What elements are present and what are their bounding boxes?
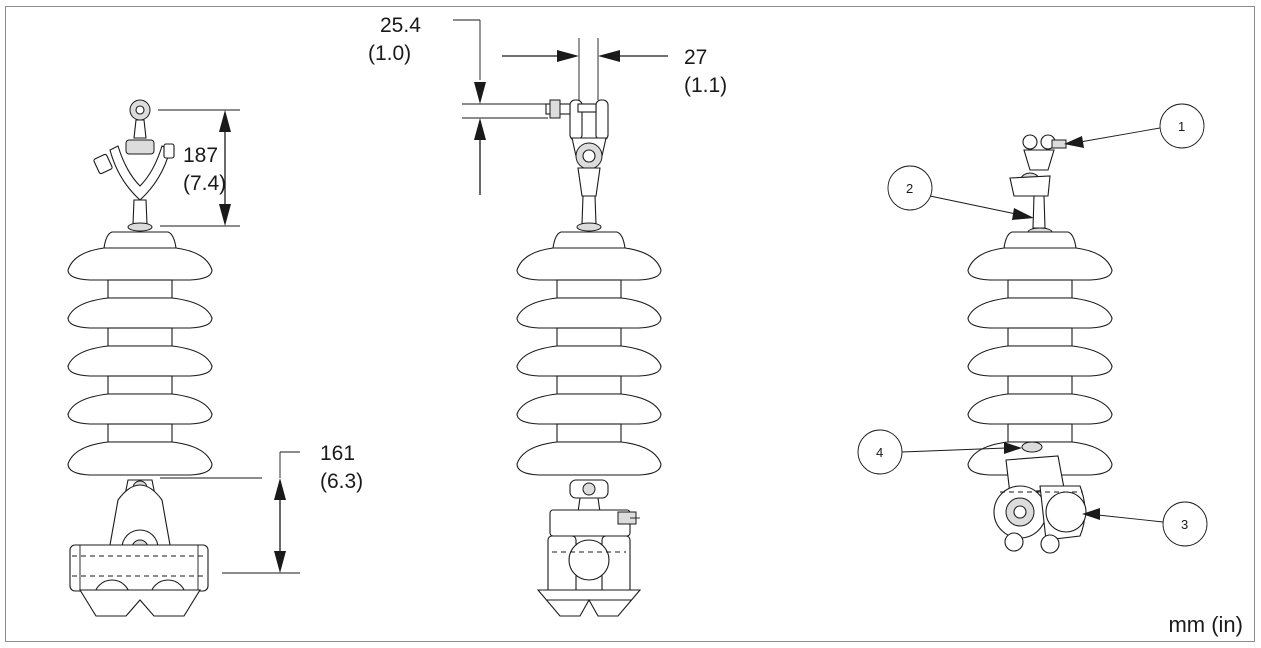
units-label: mm (in): [1168, 612, 1243, 637]
dim-161-mm: 161: [320, 442, 355, 465]
callout-4: 4: [876, 445, 883, 460]
drawing-frame: [5, 6, 1255, 642]
dim-25-4-in: (1.0): [368, 42, 411, 65]
dim-25-4-mm: 25.4: [380, 14, 421, 37]
dim-27-mm: 27: [684, 46, 707, 69]
callout-2: 2: [906, 181, 913, 196]
callout-3: 3: [1181, 517, 1188, 532]
dim-27-in: (1.1): [684, 74, 727, 97]
center-view: [453, 19, 668, 617]
dim-161-in: (6.3): [320, 470, 363, 493]
dim-187-mm: 187: [183, 144, 218, 167]
dim-187-in: (7.4): [183, 172, 226, 195]
callout-1: 1: [1178, 119, 1185, 134]
left-view: [67, 99, 300, 617]
right-view: [857, 103, 1208, 554]
